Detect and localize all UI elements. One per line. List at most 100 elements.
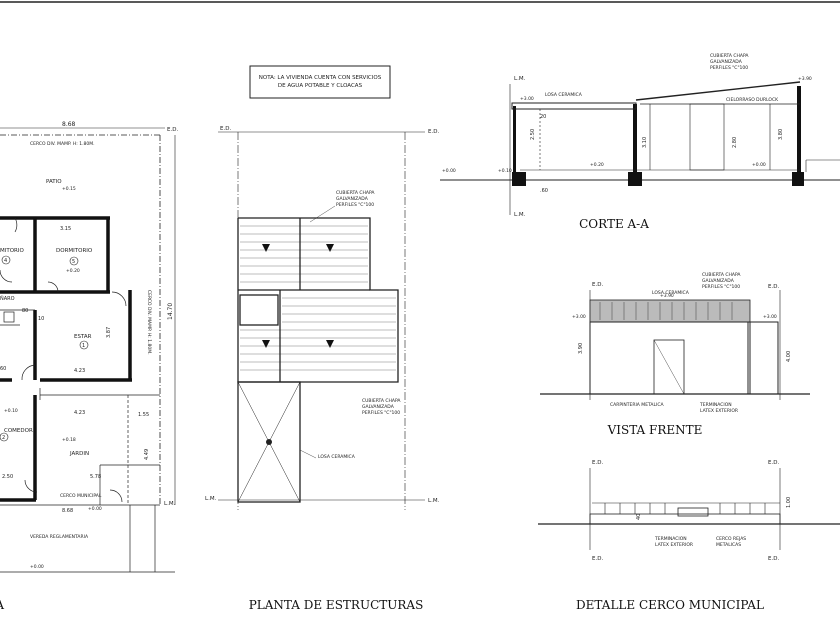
fence-dim-40: 40 bbox=[636, 514, 642, 520]
dim-423a: 4.23 bbox=[74, 368, 85, 374]
room-no-4: 4 bbox=[4, 258, 7, 264]
dim-top: 8.68 bbox=[62, 121, 76, 128]
side-fence-label: CERCO DIV. MAMP. H: 1.80M. bbox=[146, 290, 152, 355]
dim-bottom: 8.68 bbox=[62, 508, 73, 514]
note-line1: NOTA: LA VIVIENDA CUENTA CON SERVICIOS bbox=[259, 75, 382, 81]
fence-dim-100: 1.00 bbox=[786, 497, 792, 508]
room-no-5: 5 bbox=[72, 259, 75, 265]
fence-rejas-2: METALICAS bbox=[716, 542, 741, 548]
front-roof-3: PERFILES "C"100 bbox=[702, 284, 740, 290]
roof-slope bbox=[635, 81, 801, 101]
front-roof-1: CUBIERTA CHAPA bbox=[702, 272, 741, 278]
dim-250: 2.50 bbox=[2, 474, 13, 480]
note-line2: DE AGUA POTABLE Y CLOACAS bbox=[278, 83, 363, 89]
patio-level: +0.15 bbox=[62, 186, 76, 192]
front-level-300l: +3.00 bbox=[572, 314, 586, 320]
title-section: CORTE A-A bbox=[579, 217, 649, 231]
fence-rejas-1: CERCO REJAS bbox=[716, 536, 746, 542]
section-interior bbox=[520, 103, 840, 172]
room-marker-5 bbox=[69, 256, 79, 266]
fence-term-2: LATEX EXTERIOR bbox=[655, 542, 693, 548]
section-dim-380: 3.80 bbox=[778, 129, 784, 140]
structures-plan: E.D. E.D. L.M. L.M. bbox=[205, 126, 440, 612]
front-wall-right bbox=[747, 321, 779, 395]
section-lm-bottom: L.M. bbox=[514, 212, 526, 218]
floor-plan: 8.68 E.D. CERCO DIV. MAMP. H: 1.80M. CER… bbox=[0, 121, 178, 612]
fence-bars bbox=[592, 502, 780, 514]
top-fence-label: CERCO DIV. MAMP. H: 1.80M. bbox=[30, 141, 95, 147]
purlins bbox=[240, 225, 396, 371]
room-marker-4 bbox=[1, 255, 11, 265]
dim-1470: 14.70 bbox=[167, 303, 174, 320]
front-view: E.D. E.D. LOSA CERAMICA CUBIERTA CHAPA G… bbox=[540, 272, 810, 437]
level-018: +0.18 bbox=[62, 437, 76, 443]
room-jardin: JARDIN bbox=[69, 451, 89, 457]
section-view: L.M. L.M. LOSA CERAMICA CU bbox=[440, 53, 840, 231]
section-lm-top: L.M. bbox=[514, 76, 526, 82]
title-fence: DETALLE CERCO MUNICIPAL bbox=[576, 598, 764, 612]
vereda-label: VEREDA REGLAMENTARIA bbox=[30, 534, 89, 540]
roof-label-1b: GALVANIZADA bbox=[336, 196, 369, 202]
section-dim-20: 20 bbox=[540, 114, 546, 120]
cerco-label: CERCO MUNICIPAL bbox=[60, 493, 102, 499]
room-dormitorio-right: DORMITORIO bbox=[56, 248, 93, 254]
section-level-010: +0.10 bbox=[498, 168, 512, 174]
section-level-top: +3.90 bbox=[798, 76, 812, 82]
structures-lm-right: L.M. bbox=[428, 498, 440, 504]
losa-label: LOSA CERAMICA bbox=[318, 454, 356, 460]
section-roof-3: PERFILES "C"100 bbox=[710, 65, 748, 71]
section-dim-60: .60 bbox=[540, 188, 548, 194]
front-door-diagonal bbox=[653, 339, 685, 395]
level-bottom: +0.00 bbox=[30, 564, 44, 570]
ed-label-plan: E.D. bbox=[167, 127, 178, 133]
roof-leader-1 bbox=[309, 205, 336, 223]
front-door bbox=[653, 339, 685, 395]
level-020: +0.20 bbox=[66, 268, 80, 274]
section-level-000-right: +0.00 bbox=[752, 162, 766, 168]
room-estar: ESTAR bbox=[74, 334, 92, 340]
section-losa-label: LOSA CERAMICA bbox=[545, 92, 583, 98]
front-carp: CARPINTERIA METALICA bbox=[610, 402, 664, 408]
dim-155: 1.55 bbox=[138, 412, 149, 418]
losa-slab bbox=[511, 102, 637, 110]
room-banio: ÑARO bbox=[0, 295, 15, 302]
section-dim-310: 3.10 bbox=[642, 137, 648, 148]
losa-leader bbox=[299, 449, 317, 459]
roof-label-1a: CUBIERTA CHAPA bbox=[336, 190, 375, 196]
roof-outline bbox=[237, 217, 399, 503]
front-term-1: TERMINACION bbox=[699, 402, 732, 408]
title-front: VISTA FRENTE bbox=[607, 423, 703, 437]
room-marker-1 bbox=[79, 340, 89, 350]
section-cielorraso: CIELORRASO DURLOCK bbox=[726, 97, 779, 103]
front-term-2: LATEX EXTERIOR bbox=[700, 408, 738, 414]
fence-ed-br: E.D. bbox=[768, 556, 779, 562]
patio-label: PATIO bbox=[46, 179, 62, 185]
level-010: +0.10 bbox=[4, 408, 18, 414]
dim-315: 3.15 bbox=[60, 226, 71, 232]
front-level-300r: +3.00 bbox=[763, 314, 777, 320]
front-ed-right: E.D. bbox=[768, 284, 779, 290]
fence-detail: E.D. E.D. 40 1.00 TERMINACION LATEX EXTE… bbox=[538, 460, 840, 612]
roof-label-2a: CUBIERTA CHAPA bbox=[362, 398, 401, 404]
section-roof-1: CUBIERTA CHAPA bbox=[710, 53, 749, 59]
fence-ed-tr: E.D. bbox=[768, 460, 779, 466]
front-dim-390: 3.90 bbox=[578, 343, 584, 354]
front-wall bbox=[589, 321, 751, 395]
section-dim-250: 2.50 bbox=[530, 129, 536, 140]
section-roof-2: GALVANIZADA bbox=[710, 59, 743, 65]
dim-60: 60 bbox=[0, 366, 6, 372]
lm-label-plan: L.M. bbox=[164, 501, 176, 507]
front-level-390: +3.90 bbox=[660, 293, 674, 299]
note-frame bbox=[249, 65, 391, 99]
roof-label-2b: GALVANIZADA bbox=[362, 404, 395, 410]
dim-10: 10 bbox=[38, 316, 44, 322]
section-level-020: +0.20 bbox=[590, 162, 604, 168]
fence-ed-bl: E.D. bbox=[592, 556, 603, 562]
front-ed-left: E.D. bbox=[592, 282, 603, 288]
title-structures: PLANTA DE ESTRUCTURAS bbox=[249, 598, 424, 612]
slope-arrows bbox=[262, 244, 334, 348]
roof-label-2c: PERFILES "C"100 bbox=[362, 410, 400, 416]
structures-ed-left: E.D. bbox=[220, 126, 231, 132]
front-roof-ribs bbox=[599, 302, 733, 320]
